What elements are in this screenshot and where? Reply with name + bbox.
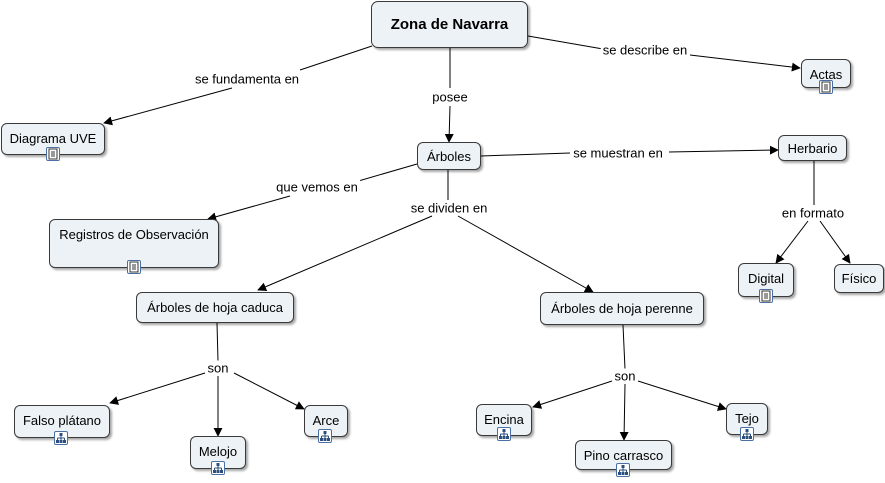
node-label: Árboles de hoja perenne xyxy=(551,301,693,316)
link-label-se-muestran-en: se muestran en xyxy=(571,145,665,161)
line-caduca-son xyxy=(216,322,219,362)
node-label: Digital xyxy=(747,271,785,286)
concept-map-icon[interactable] xyxy=(318,429,332,443)
node-label: Arce xyxy=(312,413,340,428)
line-perenne-son xyxy=(622,324,626,370)
node-label: Registros de Observación xyxy=(59,227,209,242)
line-dividen-perenne xyxy=(457,215,594,293)
line-fundamenta-diagrama xyxy=(103,87,233,126)
link-label-posee: posee xyxy=(430,89,470,105)
node-label: Árboles de hoja caduca xyxy=(147,300,283,315)
node-arboles-hoja-perenne[interactable]: Árboles de hoja perenne xyxy=(540,292,704,325)
link-label-que-vemos-en: que vemos en xyxy=(274,179,360,195)
line-describe-actas xyxy=(689,54,801,72)
node-zona-de-navarra[interactable]: Zona de Navarra xyxy=(371,1,528,48)
line-formato-digital xyxy=(775,220,809,264)
line-son-falso xyxy=(109,372,206,405)
line-vemos-registros xyxy=(207,195,291,222)
node-fisico[interactable]: Físico xyxy=(834,264,884,293)
concept-map-icon[interactable] xyxy=(211,461,225,475)
line-muestran-herbario xyxy=(668,145,779,155)
document-icon[interactable] xyxy=(46,147,60,161)
line-son-arce xyxy=(233,372,305,410)
node-diagrama-uve[interactable]: Diagrama UVE xyxy=(1,123,105,155)
line-son-pino xyxy=(619,383,629,441)
document-icon[interactable] xyxy=(127,260,141,274)
concept-map-icon[interactable] xyxy=(497,427,511,441)
link-label-se-describe-en: se describe en xyxy=(600,42,690,58)
node-registros-de-observacion[interactable]: Registros de Observación xyxy=(49,219,219,268)
document-icon[interactable] xyxy=(819,80,833,94)
concept-map-icon[interactable] xyxy=(616,463,630,477)
node-label: Encina xyxy=(484,412,524,427)
node-falso-platano[interactable]: Falso plátano xyxy=(14,405,110,438)
link-label-en-formato: en formato xyxy=(779,205,847,221)
node-label: Zona de Navarra xyxy=(390,16,509,33)
node-label: Melojo xyxy=(198,444,238,459)
link-label-se-fundamenta-en: se fundamenta en xyxy=(192,71,302,87)
node-melojo[interactable]: Melojo xyxy=(190,436,246,469)
line-formato-fisico xyxy=(819,220,851,264)
node-arboles[interactable]: Árboles xyxy=(417,142,481,170)
node-label: Falso plátano xyxy=(22,413,102,428)
line-zona-fundamenta xyxy=(299,45,373,71)
node-label: Pino carrasco xyxy=(583,448,664,463)
document-icon[interactable] xyxy=(759,289,773,303)
node-arboles-hoja-caduca[interactable]: Árboles de hoja caduca xyxy=(136,292,294,323)
node-herbario[interactable]: Herbario xyxy=(778,135,847,161)
line-arboles-vemos xyxy=(354,163,418,183)
node-label: Diagrama UVE xyxy=(9,131,97,146)
line-son-tejo xyxy=(637,380,727,411)
node-label: Actas xyxy=(809,67,843,82)
node-label: Herbario xyxy=(787,140,838,156)
line-son-encina xyxy=(532,380,613,409)
link-label-son-caduca: son xyxy=(205,360,231,376)
line-zona-describe xyxy=(527,35,604,50)
node-label: Físico xyxy=(841,271,877,286)
line-arboles-muestran xyxy=(480,152,571,157)
node-actas[interactable]: Actas xyxy=(801,59,851,88)
node-label: Tejo xyxy=(735,411,759,426)
link-label-se-dividen-en: se dividen en xyxy=(408,200,490,216)
node-encina[interactable]: Encina xyxy=(476,404,532,436)
line-posee-arboles xyxy=(444,105,454,143)
link-label-son-perenne: son xyxy=(612,368,638,384)
line-dividen-caduca xyxy=(257,215,433,291)
concept-map-icon[interactable] xyxy=(54,431,68,445)
node-label: Árboles xyxy=(426,148,472,164)
concept-map-icon[interactable] xyxy=(740,427,754,441)
